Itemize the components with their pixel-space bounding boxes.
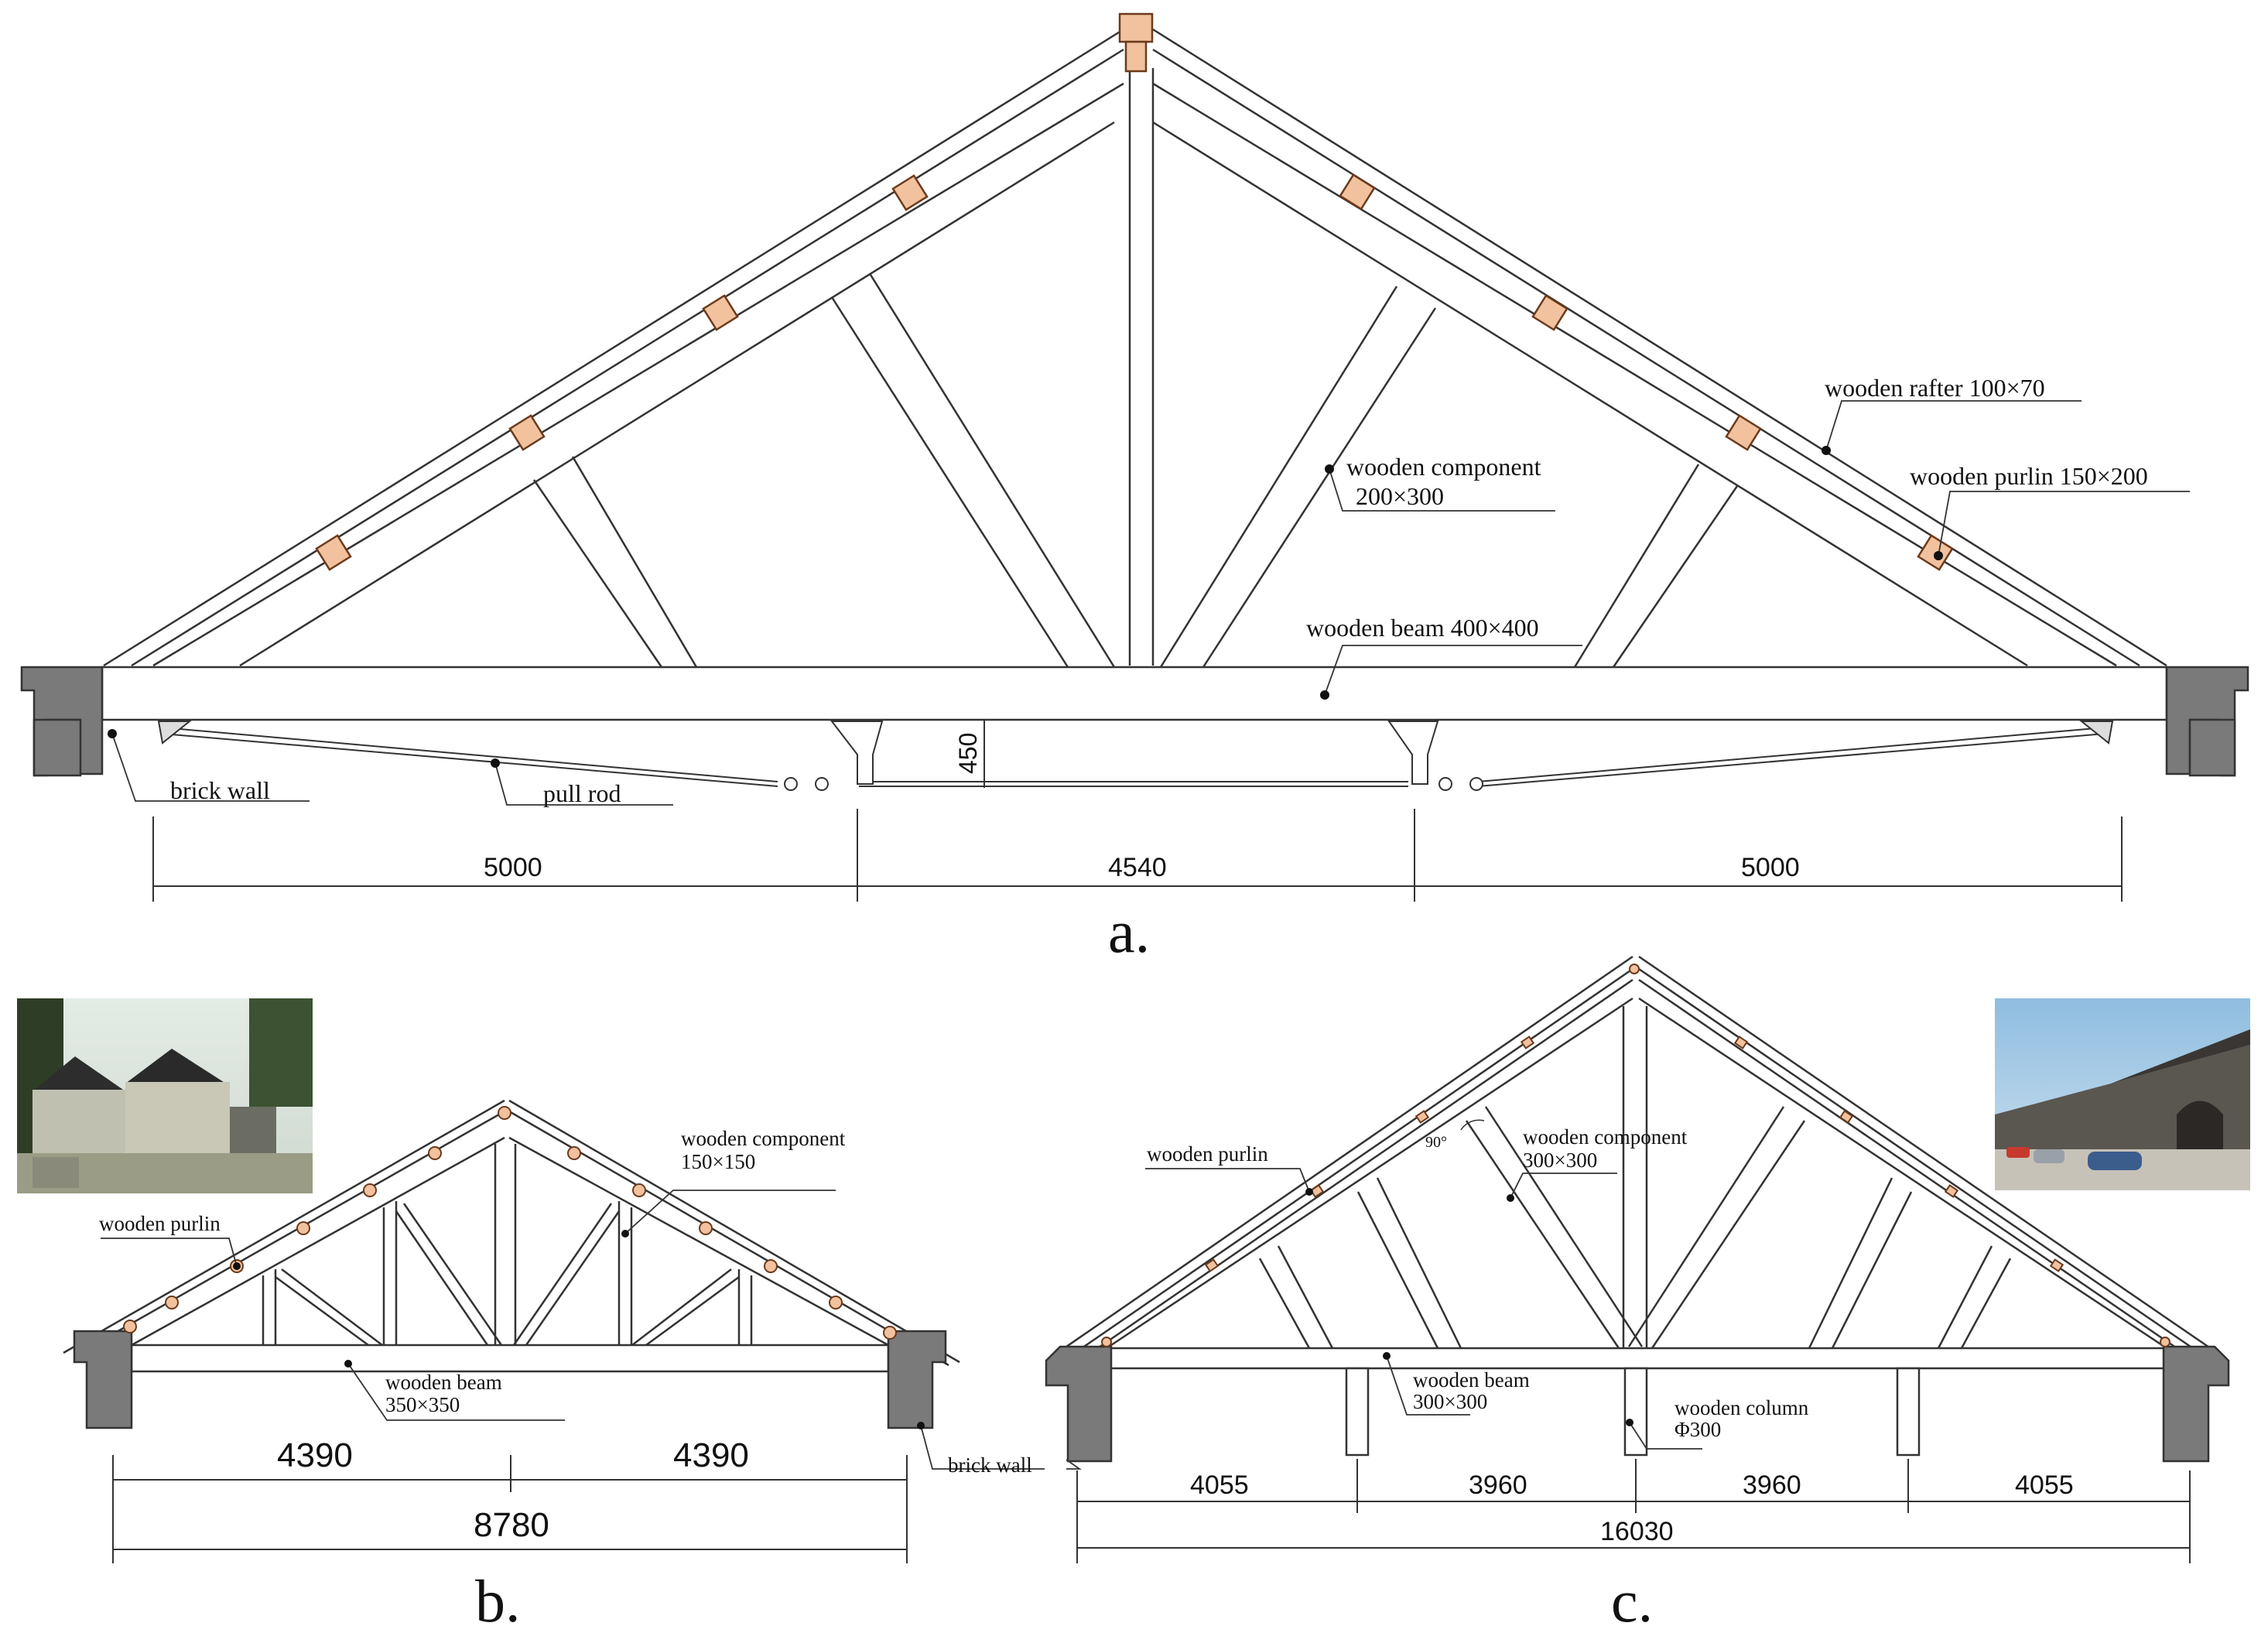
label-component-size-c: 300×300 [1523,1149,1597,1172]
dim-c-total: 16030 [1600,1517,1674,1546]
purlins-a [315,12,1954,571]
wooden-beam-a [101,666,2168,721]
photo-building-b [17,998,313,1193]
photo-icon [17,998,313,1193]
label-beam-b: wooden beam [385,1371,502,1394]
panel-c [1045,955,2230,1563]
label-component-size-a: 200×300 [1356,482,1444,510]
panel-b [63,1099,1045,1563]
dim-c-4: 4055 [2015,1470,2074,1500]
photo-icon [1995,998,2250,1190]
label-brick-wall-b: brick wall [948,1453,1032,1477]
label-pull-rod-a: pull rod [543,779,621,807]
label-component-b: wooden component [681,1127,846,1150]
dim-a-middle: 4540 [1108,853,1167,882]
dim-b-total: 8780 [474,1506,549,1544]
dim-b-right: 4390 [673,1436,749,1474]
label-beam-size-c: 300×300 [1413,1390,1487,1413]
leaders-a [111,400,2190,806]
dim-c-1: 4055 [1190,1470,1249,1500]
label-purlin-a: wooden purlin 150×200 [1910,462,2148,490]
dim-a-left: 5000 [484,853,542,882]
label-rafter-a: wooden rafter 100×70 [1825,374,2045,402]
label-column-c: wooden column [1674,1396,1809,1419]
label-component-c: wooden component [1523,1125,1688,1149]
dim-a-height: 450 [954,733,982,774]
label-component-size-b: 150×150 [681,1150,755,1173]
dim-a-right: 5000 [1741,853,1800,882]
caption-c: c. [1611,1567,1653,1633]
caption-b: b. [475,1567,521,1633]
dim-b-left: 4390 [277,1436,353,1474]
label-beam-a: wooden beam 400×400 [1306,614,1539,642]
wooden-component-members [532,274,1739,668]
caption-a: a. [1108,898,1150,965]
dim-c-3: 3960 [1743,1470,1801,1500]
label-component-a: wooden component [1346,453,1541,481]
pull-rod-a [157,721,2114,791]
panel-a [20,12,2249,902]
label-purlin-c: wooden purlin [1147,1142,1268,1166]
label-column-size-c: Φ300 [1674,1418,1721,1441]
dim-c-2: 3960 [1469,1470,1527,1500]
label-angle-c: 90° [1425,1134,1447,1151]
dimension-lines-a [152,720,2123,902]
label-purlin-b: wooden purlin [99,1212,221,1235]
label-brick-wall-a: brick wall [170,776,270,804]
rafter-lines [103,28,2167,667]
label-beam-size-b: 350×350 [385,1393,460,1416]
photo-building-c [1995,998,2250,1190]
label-beam-c: wooden beam [1413,1368,1530,1392]
